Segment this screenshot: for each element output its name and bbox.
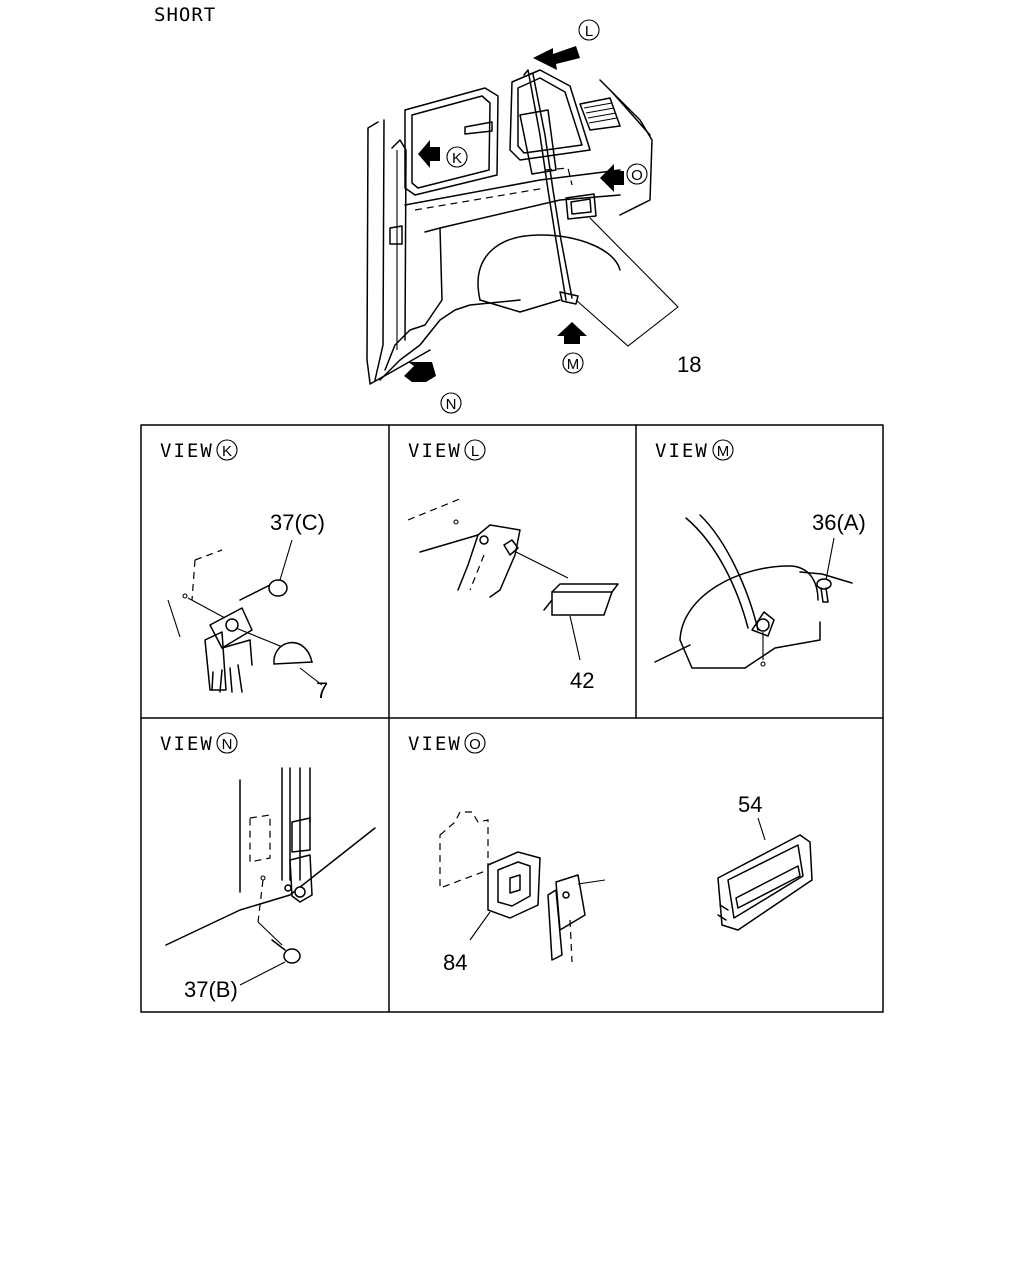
view-marker-o: O [626, 163, 648, 185]
overview-illustration: 18 L K O M N [366, 19, 701, 414]
diagram-title: SHORT [154, 4, 216, 26]
view-l-circle [464, 439, 486, 461]
part-number-36a: 36(A) [812, 510, 866, 535]
view-marker-k: K [446, 146, 468, 168]
part-number-7: 7 [316, 678, 328, 703]
view-marker-m: M [562, 352, 584, 374]
svg-text:M: M [567, 356, 580, 373]
svg-text:O: O [631, 167, 643, 184]
view-n-circle [216, 732, 238, 754]
svg-text:L: L [585, 23, 593, 40]
view-m-panel: VIEW M 36(A) [654, 439, 866, 669]
view-k-label: VIEW [160, 440, 214, 462]
part-number-42: 42 [570, 668, 594, 693]
view-grid [140, 424, 884, 1013]
view-o-letter: O [469, 736, 481, 753]
view-arrow-l [533, 46, 580, 70]
svg-text:N: N [446, 396, 457, 413]
part-number-84: 84 [443, 950, 467, 975]
view-k-panel: VIEW K 37(C) 7 [160, 439, 328, 703]
view-l-panel: VIEW L 42 [407, 439, 619, 693]
view-n-letter: N [222, 736, 233, 753]
view-o-circle [464, 732, 486, 754]
view-n-label: VIEW [160, 733, 214, 755]
part-number-37b: 37(B) [184, 977, 238, 1002]
view-l-letter: L [471, 443, 479, 460]
view-o-label: VIEW [408, 733, 462, 755]
view-marker-l: L [578, 19, 600, 41]
view-l-label: VIEW [408, 440, 462, 462]
view-arrow-n [404, 362, 436, 382]
view-m-circle [712, 439, 734, 461]
view-m-label: VIEW [655, 440, 709, 462]
part-number-18: 18 [677, 352, 701, 377]
svg-text:K: K [452, 150, 462, 167]
view-arrow-o [600, 164, 624, 192]
view-n-panel: VIEW N 37(B) [160, 732, 376, 1002]
view-marker-n: N [440, 392, 462, 414]
view-k-letter: K [222, 443, 232, 460]
part-number-54: 54 [738, 792, 762, 817]
view-m-letter: M [717, 443, 730, 460]
view-k-circle [216, 439, 238, 461]
view-o-panel: VIEW O 84 54 [408, 732, 813, 975]
view-arrow-k [418, 140, 440, 168]
part-number-37c: 37(C) [270, 510, 325, 535]
view-arrow-m [557, 322, 587, 344]
